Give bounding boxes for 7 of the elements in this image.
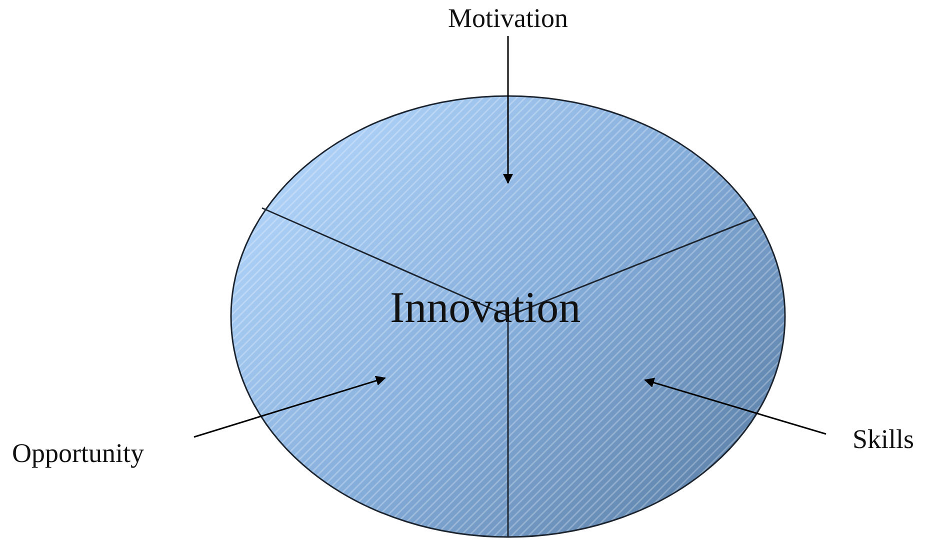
innovation-ellipse (230, 95, 786, 538)
arrow (194, 376, 386, 438)
factor-label: Motivation (430, 2, 586, 36)
arrow (503, 36, 513, 184)
factor-label: Opportunity (12, 437, 194, 471)
factor-label: Skills (826, 423, 914, 457)
arrow (644, 378, 826, 435)
